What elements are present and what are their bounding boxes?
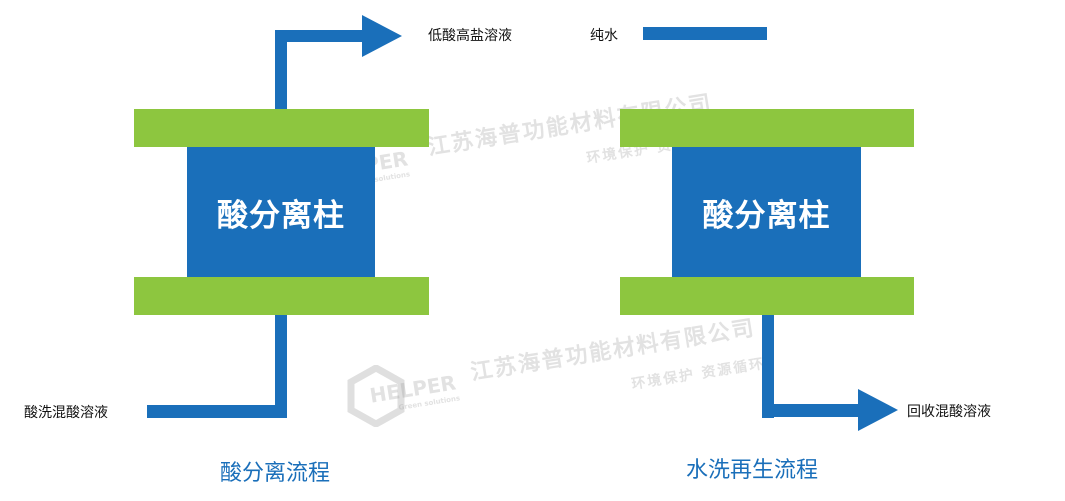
right-bottom-plate bbox=[620, 277, 914, 315]
right-column: 酸分离柱 bbox=[672, 147, 861, 277]
watermark-slogan: 环境保护 资源循环 bbox=[630, 355, 767, 393]
left-outlet-pipe-vertical bbox=[275, 30, 287, 110]
right-arrow-icon bbox=[362, 15, 402, 57]
left-column: 酸分离柱 bbox=[187, 147, 375, 277]
legend-line bbox=[643, 27, 767, 40]
left-inlet-pipe-horizontal bbox=[147, 405, 287, 418]
left-outlet-pipe-horizontal bbox=[275, 30, 365, 42]
left-caption: 酸分离流程 bbox=[220, 461, 331, 486]
right-arrow-icon bbox=[858, 389, 898, 431]
left-bottom-plate bbox=[134, 277, 429, 315]
right-column-label: 酸分离柱 bbox=[702, 197, 831, 234]
right-outlet-pipe-horizontal bbox=[762, 404, 862, 417]
right-outlet-pipe-vertical bbox=[762, 315, 774, 418]
legend-label: 纯水 bbox=[590, 28, 618, 44]
left-column-label: 酸分离柱 bbox=[217, 197, 345, 234]
right-top-plate bbox=[620, 109, 914, 147]
helper-logo-icon bbox=[347, 365, 405, 427]
left-inlet-pipe-vertical bbox=[275, 315, 287, 418]
left-output-label: 低酸高盐溶液 bbox=[428, 28, 512, 44]
right-caption: 水洗再生流程 bbox=[686, 458, 819, 483]
left-input-label: 酸洗混酸溶液 bbox=[24, 405, 108, 421]
left-top-plate bbox=[134, 109, 429, 147]
right-output-label: 回收混酸溶液 bbox=[907, 404, 991, 420]
